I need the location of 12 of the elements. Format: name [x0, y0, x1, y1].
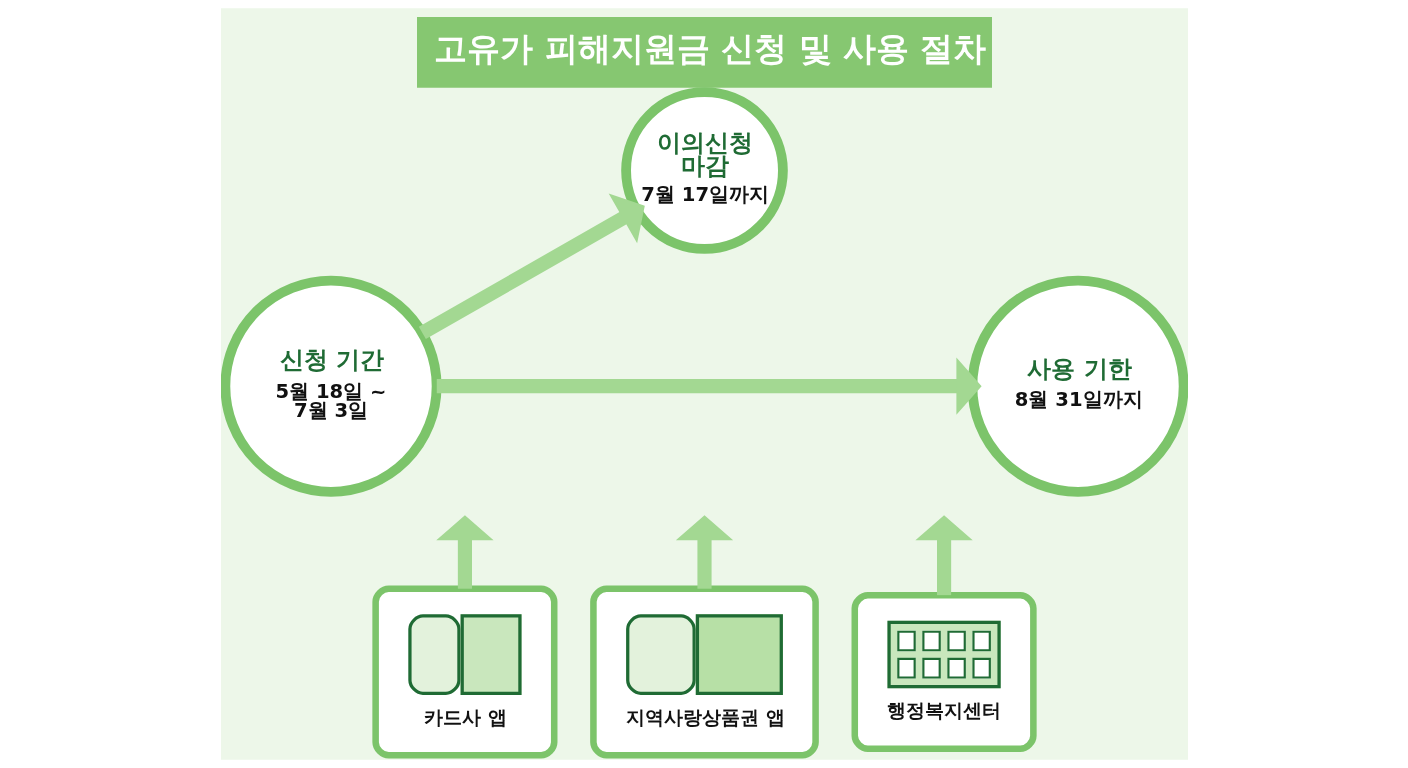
node-box: 행정복지센터: [851, 592, 1037, 753]
arrow: [418, 193, 645, 340]
arrow: [914, 515, 973, 596]
node-circle: 신청 기간 5월 18일 ~ 7월 3일: [220, 275, 441, 497]
node-circle: 사용 기한 8월 31일까지: [967, 275, 1188, 497]
arrow: [435, 515, 494, 589]
diagram-title: 고유가 피해지원금 신청 및 사용 절차: [433, 30, 986, 69]
node-circle: 이의신청 마감 7월 17일까지: [620, 87, 788, 254]
arrow: [675, 515, 733, 589]
arrow: [436, 357, 982, 415]
node-box: 카드사 앱: [371, 585, 557, 759]
node-box: 지역사랑상품권 앱: [589, 585, 819, 759]
